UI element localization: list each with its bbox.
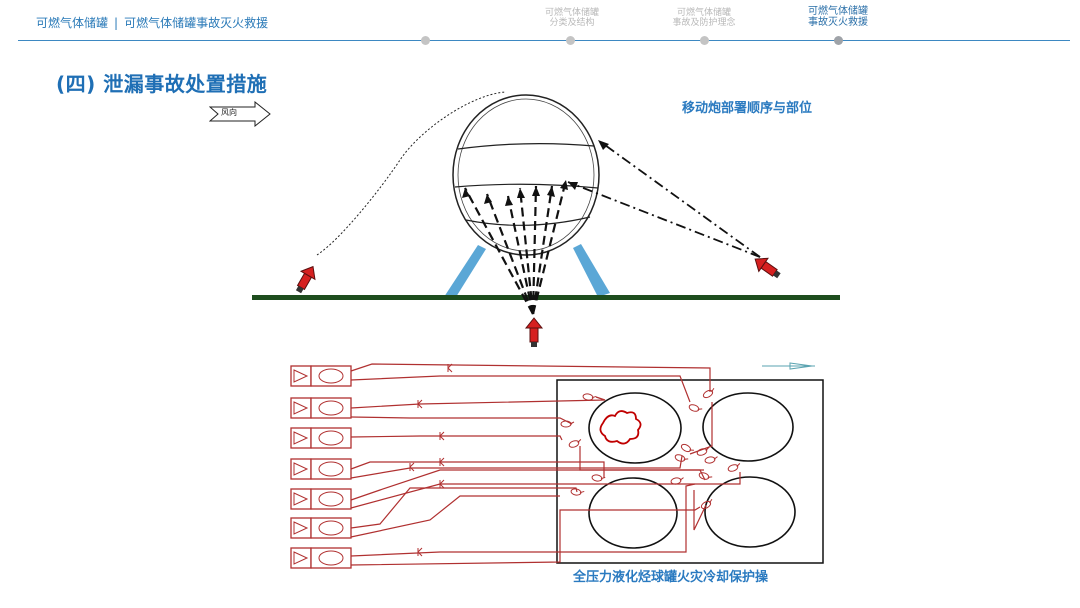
nav-step-2[interactable]: 可燃气体储罐 事故及防护理念 [659, 8, 749, 28]
spherical-tank-scene [252, 91, 840, 348]
tank-farm-plan [290, 362, 824, 569]
wind-arrow-icon [209, 101, 271, 127]
fire-truck-4 [290, 458, 352, 480]
tank-leg-left [444, 245, 486, 297]
tank-leg-right [573, 244, 610, 297]
nav-step-3[interactable]: 可燃气体储罐 事故灭火救援 [793, 6, 883, 28]
monitor-nozzle-icon-bottom [525, 317, 543, 348]
nav-step-3-line2: 事故灭火救援 [808, 17, 868, 28]
upper-diagram-caption: 移动炮部署顺序与部位 [682, 101, 813, 116]
progress-dot-2[interactable] [700, 36, 709, 45]
fire-icon [599, 410, 642, 445]
progress-dot-1[interactable] [566, 36, 575, 45]
breadcrumb-separator: | [114, 16, 119, 30]
nav-step-1-line1: 可燃气体储罐 [544, 8, 599, 18]
hose-lines [350, 363, 741, 566]
fire-truck-3 [290, 427, 352, 449]
tank-se [704, 476, 796, 548]
monitor-nozzle-icon-left [291, 262, 321, 297]
nozzle-small-icon-legend [762, 362, 815, 370]
tank-ne [702, 392, 794, 462]
spherical-tank [452, 94, 600, 256]
tank-sw [588, 477, 678, 549]
section-title: (四) 泄漏事故处置措施 [56, 72, 268, 96]
fire-truck-6 [290, 517, 352, 539]
fire-truck-5 [290, 488, 352, 510]
nav-step-3-line1: 可燃气体储罐 [808, 6, 868, 17]
fire-truck-1 [290, 365, 352, 387]
progress-dot-0[interactable] [421, 36, 430, 45]
lower-diagram-caption: 全压力液化烃球罐火灾冷却保护操 [573, 570, 769, 585]
wind-label: 风向 [221, 108, 237, 117]
fire-truck-2 [290, 397, 352, 419]
progress-dot-3[interactable] [834, 36, 843, 45]
ground-line [252, 295, 840, 300]
breadcrumb[interactable]: 可燃气体储罐 | 可燃气体储罐事故灭火救援 [36, 16, 396, 31]
fire-truck-7 [290, 547, 352, 569]
header-progress-line [18, 40, 1070, 41]
monitor-nozzle-icon-right [750, 252, 785, 283]
nav-step-1-line2: 分类及结构 [549, 18, 595, 28]
breadcrumb-part1: 可燃气体储罐 [36, 16, 109, 30]
nav-step-2-line2: 事故及防护理念 [672, 18, 736, 28]
nav-step-1[interactable]: 可燃气体储罐 分类及结构 [527, 8, 617, 28]
nav-step-2-line1: 可燃气体储罐 [676, 8, 731, 18]
breadcrumb-part2: 可燃气体储罐事故灭火救援 [124, 16, 269, 30]
